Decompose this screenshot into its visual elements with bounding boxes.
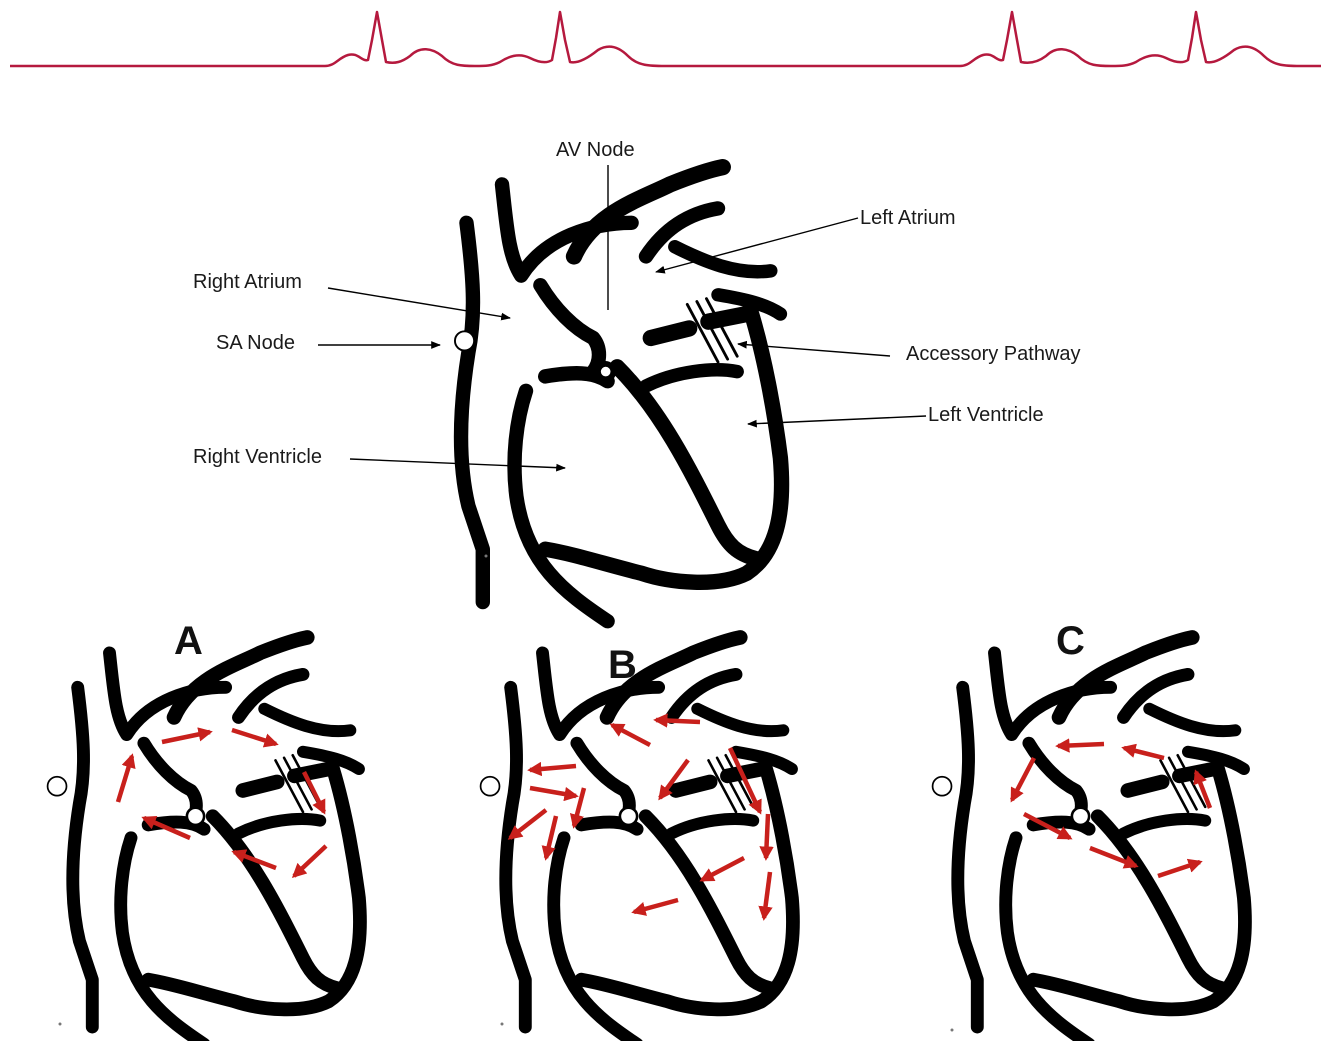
label-right-atrium: Right Atrium	[193, 271, 302, 293]
label-left-ventricle: Left Ventricle	[928, 404, 1044, 426]
av-node-marker	[1072, 808, 1089, 825]
sa-node-marker	[455, 331, 474, 350]
speck	[59, 1023, 62, 1026]
speck	[951, 1029, 954, 1032]
speck	[501, 1023, 504, 1026]
sa-node-marker	[48, 777, 67, 796]
panel-b-heart	[481, 637, 793, 1041]
ecg-trace	[10, 12, 1321, 66]
panel-a-heart	[48, 637, 360, 1041]
sa-node-marker	[481, 777, 500, 796]
label-right-ventricle: Right Ventricle	[193, 446, 322, 468]
speck	[485, 555, 488, 558]
panel-label-b: B	[608, 643, 637, 687]
av-node-marker	[187, 808, 204, 825]
label-accessory-pathway: Accessory Pathway	[906, 343, 1081, 365]
av-node-marker	[620, 808, 637, 825]
label-sa-node: SA Node	[216, 332, 295, 354]
main-heart	[455, 167, 782, 621]
panel-c-heart	[933, 637, 1245, 1041]
labels: AV Node Left Atrium Right Atrium SA Node…	[193, 139, 1081, 468]
label-av-node: AV Node	[556, 139, 635, 161]
sa-node-marker	[933, 777, 952, 796]
av-node-center	[601, 367, 611, 377]
panel-label-c: C	[1056, 619, 1085, 663]
panel-label-a: A	[174, 619, 203, 663]
label-left-atrium: Left Atrium	[860, 207, 956, 229]
